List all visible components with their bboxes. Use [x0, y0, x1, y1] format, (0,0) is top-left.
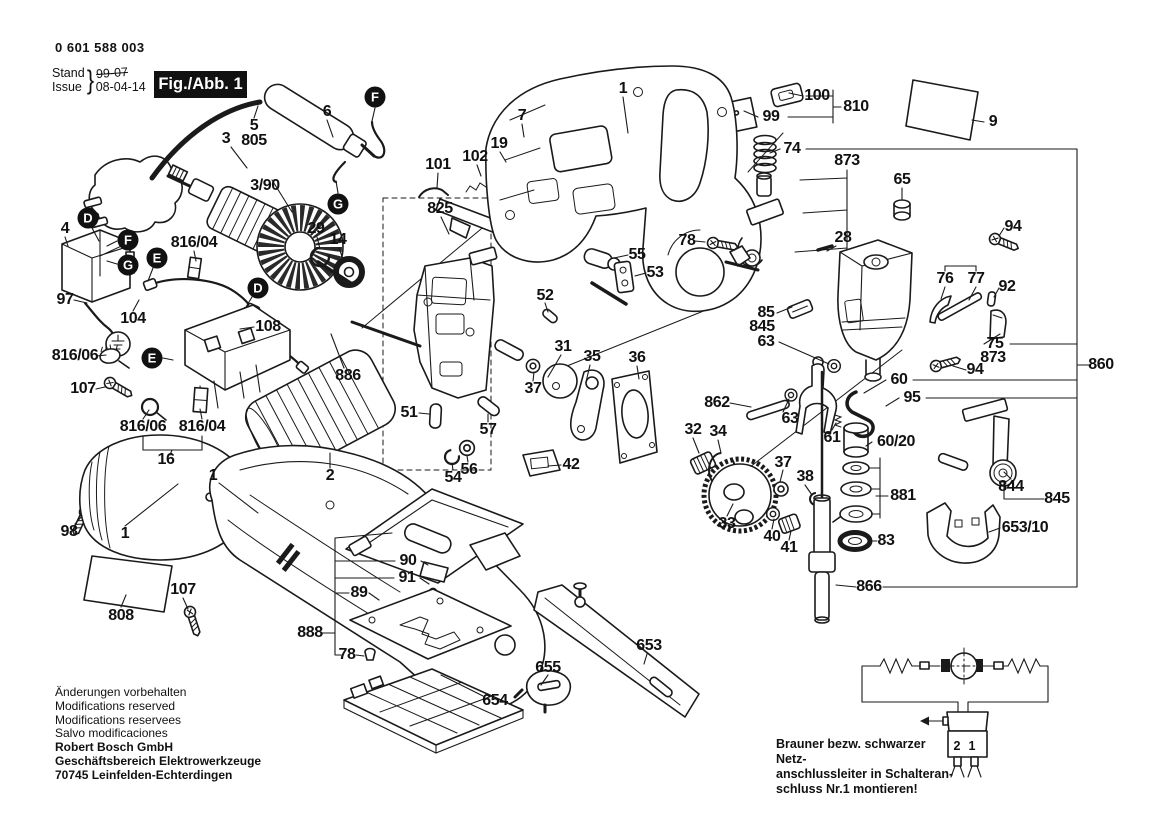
notice-line: Salvo modificaciones	[55, 726, 168, 741]
notice-line: Änderungen vorbehalten	[55, 685, 187, 699]
base-plate-group	[343, 488, 524, 754]
group-brackets	[142, 89, 1090, 657]
pendulum-group	[746, 356, 843, 435]
brace-glyph: }	[86, 65, 94, 95]
part-number: 0 601 588 003	[55, 40, 145, 55]
notice-line: Modifications reservees	[55, 712, 182, 727]
wiring-note: Brauner bezw. schwarzer Netz-anschlussle…	[776, 737, 956, 797]
gear-train-group	[689, 451, 823, 534]
stand-label: Stand	[52, 66, 85, 80]
switch-and-wiring-group	[61, 229, 310, 639]
issue-date: 08-04-14	[95, 80, 146, 94]
figure-label: Fig./Abb. 1	[154, 71, 247, 98]
nameplate-group	[83, 79, 979, 613]
top-housing-group	[485, 65, 762, 313]
switch-terminal-1: 1	[968, 739, 976, 753]
gear-housing-group	[705, 132, 1022, 439]
notice-line: Modifications reserved	[55, 698, 176, 713]
switch-terminal-2: 2	[953, 739, 961, 753]
wiring-note-line: anschlussleiter in Schalteran-	[776, 767, 954, 781]
stand-issue-block: Stand Issue } 99-07 08-04-14	[52, 64, 146, 95]
plunger-group	[808, 370, 1017, 624]
company-line: Geschäftsbereich Elektrowerkzeuge	[55, 753, 262, 768]
wiring-note-line: Brauner bezw. schwarzer Netz-	[776, 737, 926, 766]
company-line: Robert Bosch GmbH	[55, 740, 174, 755]
counterweight-group	[542, 363, 658, 464]
footplate-group	[513, 582, 700, 718]
old-date: 99-07	[95, 64, 129, 82]
leader-lines	[64, 92, 1012, 697]
stator-group	[244, 349, 396, 477]
company-line: 70745 Leinfelden-Echterdingen	[55, 767, 233, 782]
armature-group	[166, 164, 365, 291]
wiring-note-line: schluss Nr.1 montieren!	[776, 782, 918, 796]
wiring-schematic	[861, 647, 1049, 778]
carriage-group	[350, 246, 635, 477]
issue-label: Issue	[52, 80, 82, 94]
